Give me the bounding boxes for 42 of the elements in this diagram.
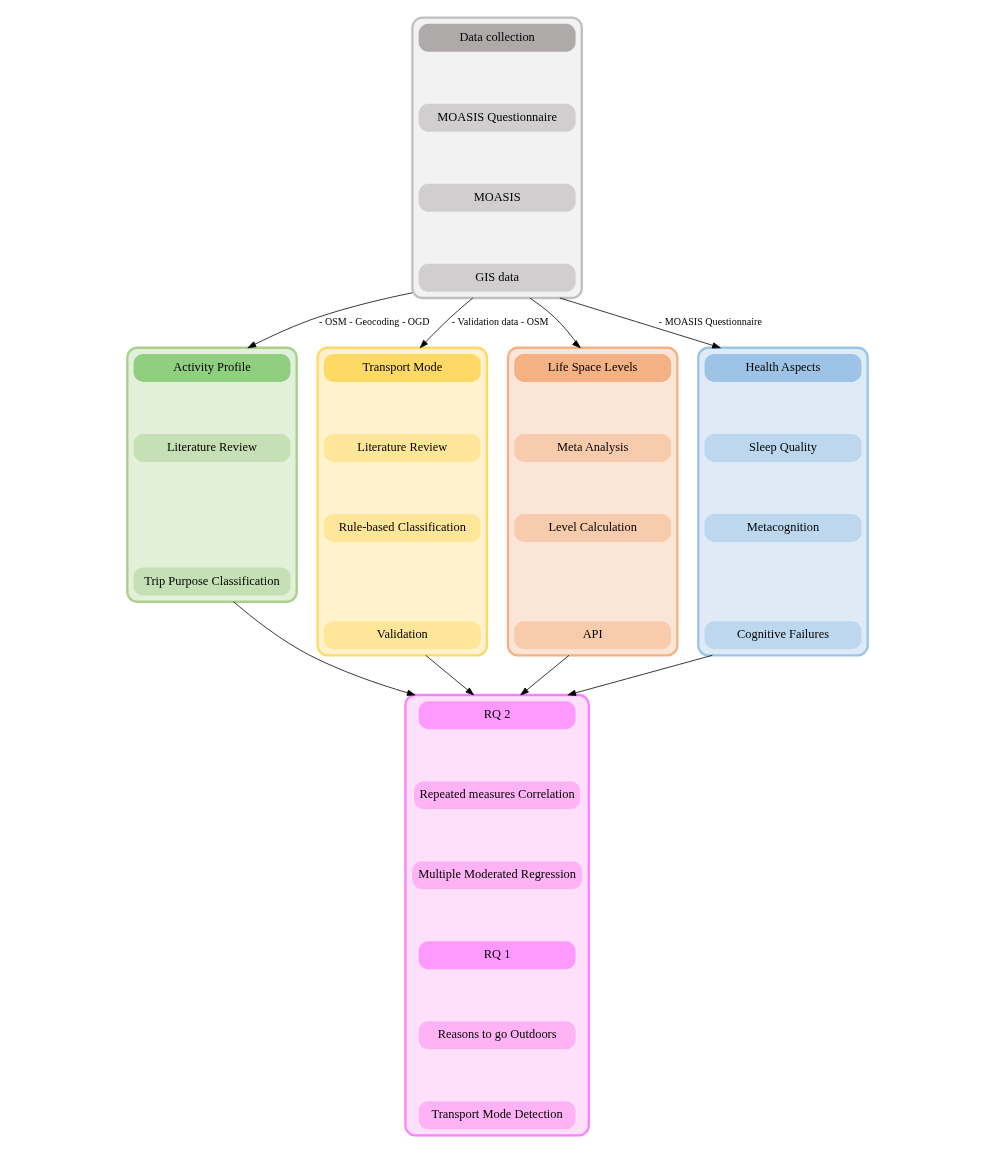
node-box: RQ 2 (418, 701, 576, 730)
node-box: Trip Purpose Classification (133, 567, 291, 596)
edge-label: - Validation data - OSM (451, 316, 549, 328)
node-box: Health Aspects (704, 353, 862, 382)
node-box: Transport Mode Detection (418, 1101, 576, 1130)
arrow (529, 297, 581, 349)
arrow (520, 654, 570, 696)
node-box: Activity Profile (133, 353, 291, 382)
arrow (425, 654, 475, 696)
node-box: MOASIS (418, 183, 576, 212)
arrow (559, 297, 721, 349)
node-box: Reasons to go Outdoors (418, 1021, 576, 1050)
arrow (419, 297, 474, 349)
node-box: Rule-based Classification (323, 513, 481, 542)
cluster (411, 16, 583, 300)
node-box: Multiple Moderated Regression (412, 861, 583, 890)
arrow (247, 292, 413, 349)
node-box: Metacognition (704, 513, 862, 542)
edge-label: - OSM - Geocoding - OGD (319, 316, 430, 328)
arrow (567, 654, 713, 696)
node-box: Sleep Quality (704, 433, 862, 462)
node-box: Literature Review (133, 433, 291, 462)
edge-label: - MOASIS Questionnaire (658, 316, 762, 328)
cluster (697, 346, 869, 657)
node-box: Repeated measures Correlation (414, 781, 581, 810)
node-box: Data collection (418, 23, 576, 52)
node-box: RQ 1 (418, 941, 576, 970)
node-box: Life Space Levels (514, 353, 672, 382)
node-box: GIS data (418, 263, 576, 292)
cluster (126, 346, 298, 603)
node-box: Literature Review (323, 433, 481, 462)
cluster (316, 346, 489, 657)
cluster (506, 346, 679, 657)
node-box: API (514, 621, 672, 650)
node-box: Level Calculation (514, 513, 672, 542)
cluster (404, 693, 590, 1137)
node-box: Validation (323, 621, 481, 650)
arrow (233, 601, 416, 696)
node-box: Meta Analysis (514, 433, 672, 462)
node-box: Transport Mode (323, 353, 481, 382)
node-box: MOASIS Questionnaire (418, 103, 576, 132)
node-box: Cognitive Failures (704, 621, 862, 650)
